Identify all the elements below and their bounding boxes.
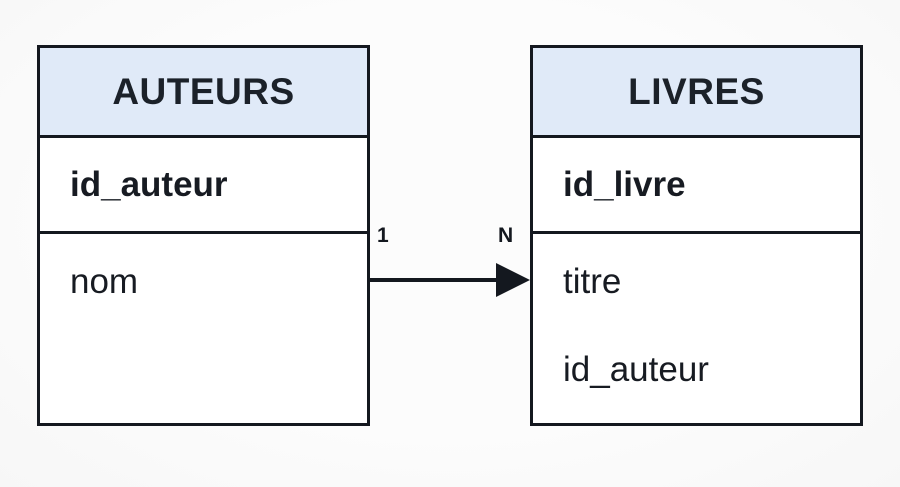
- entity-header-livres: LIVRES: [533, 48, 860, 138]
- attribute-primary-key-id-auteur: id_auteur: [40, 138, 367, 234]
- cardinality-label-one: 1: [377, 224, 389, 247]
- attribute-list-auteurs: nom: [40, 234, 367, 423]
- entity-table-livres: LIVRES id_livre titre id_auteur: [530, 45, 863, 426]
- entity-header-auteurs: AUTEURS: [40, 48, 367, 138]
- relationship-arrow: [370, 263, 530, 297]
- attribute-list-livres: titre id_auteur: [533, 234, 860, 423]
- cardinality-label-many: N: [498, 224, 514, 247]
- entity-table-auteurs: AUTEURS id_auteur nom: [37, 45, 370, 426]
- attribute-nom: nom: [70, 262, 139, 301]
- attribute-id-auteur-fk: id_auteur: [563, 350, 709, 389]
- attribute-titre: titre: [563, 262, 622, 301]
- attribute-primary-key-id-livre: id_livre: [533, 138, 860, 234]
